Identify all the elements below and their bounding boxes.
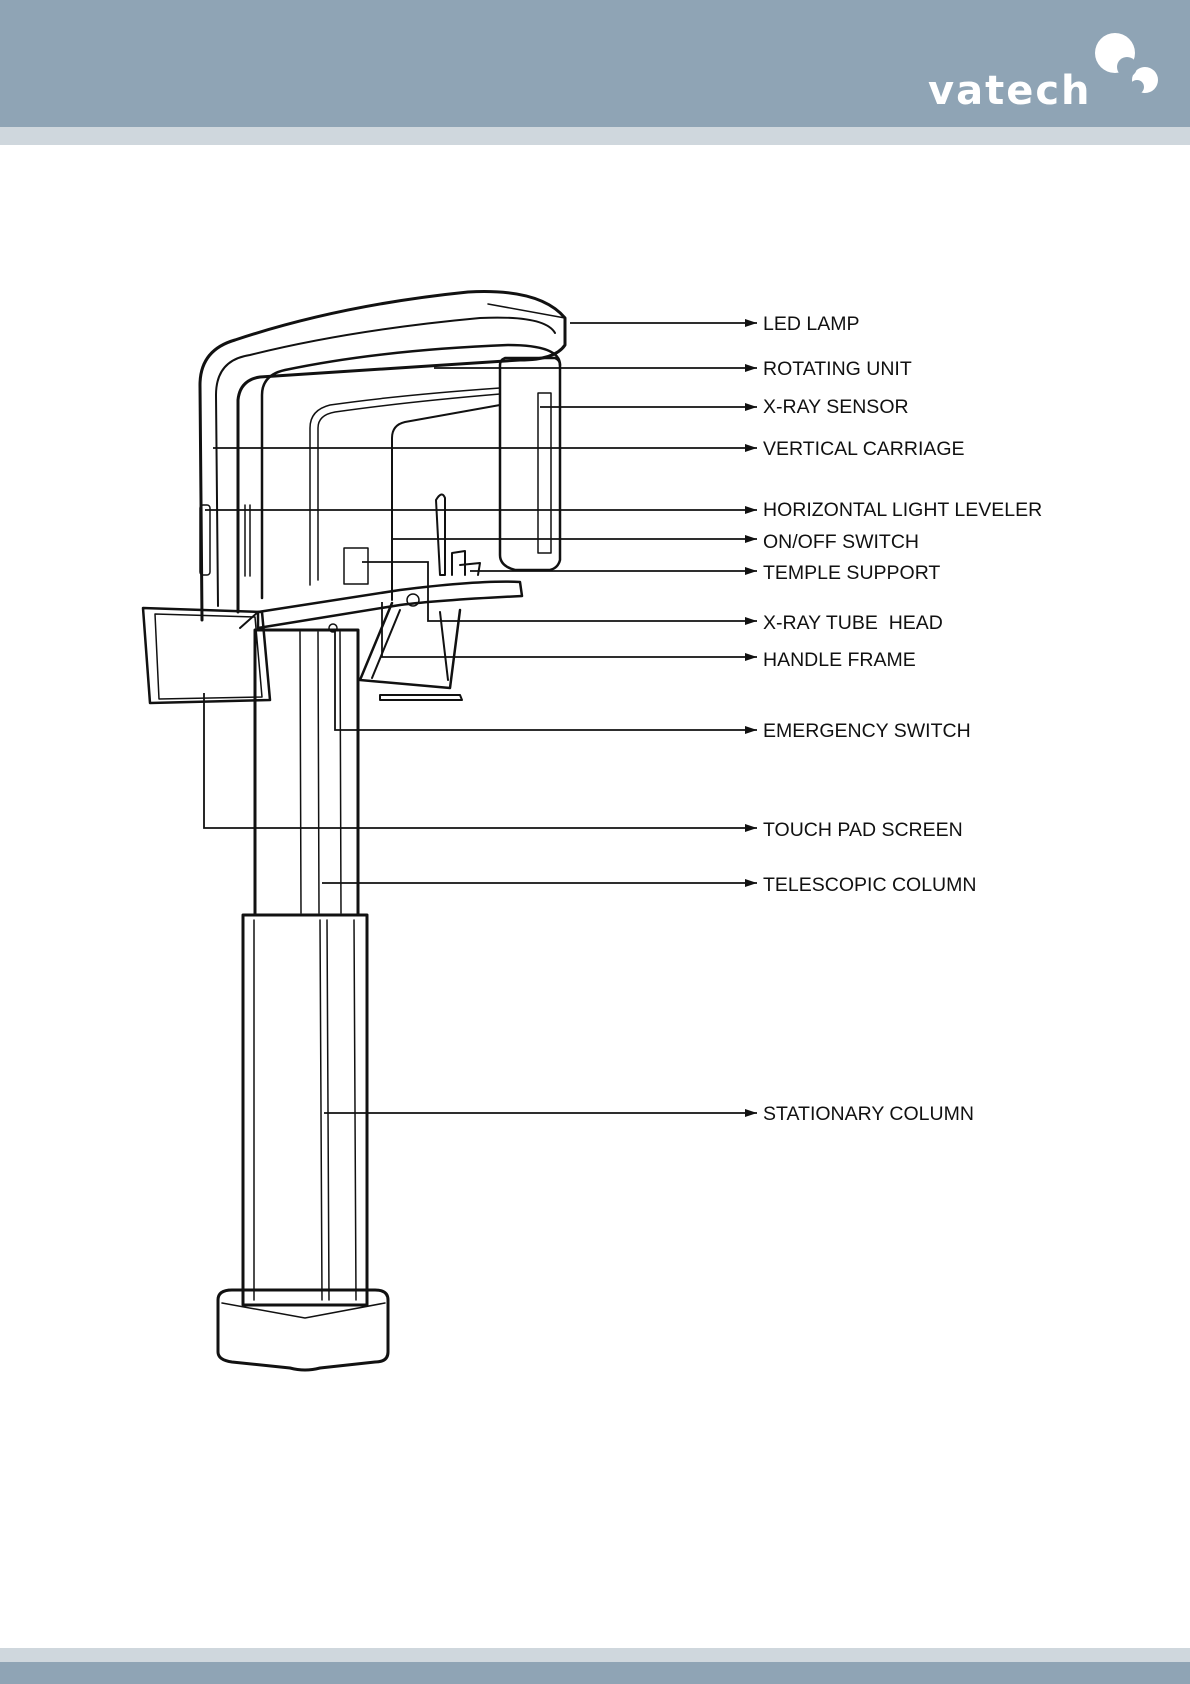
footer-band <box>0 1662 1190 1684</box>
label-horizontal-light-leveler: HORIZONTAL LIGHT LEVELER <box>763 499 1042 521</box>
label-touch-pad-screen: TOUCH PAD SCREEN <box>763 819 963 841</box>
label-xray-tube-head: X-RAY TUBE HEAD <box>763 612 943 634</box>
temple-support <box>436 494 445 575</box>
leader-emergency-switch <box>335 630 757 730</box>
rotating-unit <box>262 345 560 598</box>
label-rotating-unit: ROTATING UNIT <box>763 358 912 380</box>
leader-touch-pad-screen <box>204 693 757 828</box>
stationary-column <box>243 915 367 1305</box>
onoff-switch <box>344 548 368 584</box>
telescopic-column <box>255 630 358 915</box>
device-drawing <box>143 292 565 1370</box>
label-handle-frame: HANDLE FRAME <box>763 649 916 671</box>
label-led-lamp: LED LAMP <box>763 313 859 335</box>
label-onoff-switch: ON/OFF SWITCH <box>763 531 919 553</box>
label-telescopic-column: TELESCOPIC COLUMN <box>763 874 976 896</box>
leader-handle-frame <box>382 602 757 657</box>
label-emergency-switch: EMERGENCY SWITCH <box>763 720 971 742</box>
handle-frame <box>360 603 460 688</box>
label-vertical-carriage: VERTICAL CARRIAGE <box>763 438 965 460</box>
label-temple-support: TEMPLE SUPPORT <box>763 562 940 584</box>
footer-stripe <box>0 1648 1190 1662</box>
touch-pad-screen <box>143 608 270 703</box>
label-xray-sensor: X-RAY SENSOR <box>763 396 909 418</box>
label-stationary-column: STATIONARY COLUMN <box>763 1103 974 1125</box>
leader-lines <box>204 323 757 1113</box>
